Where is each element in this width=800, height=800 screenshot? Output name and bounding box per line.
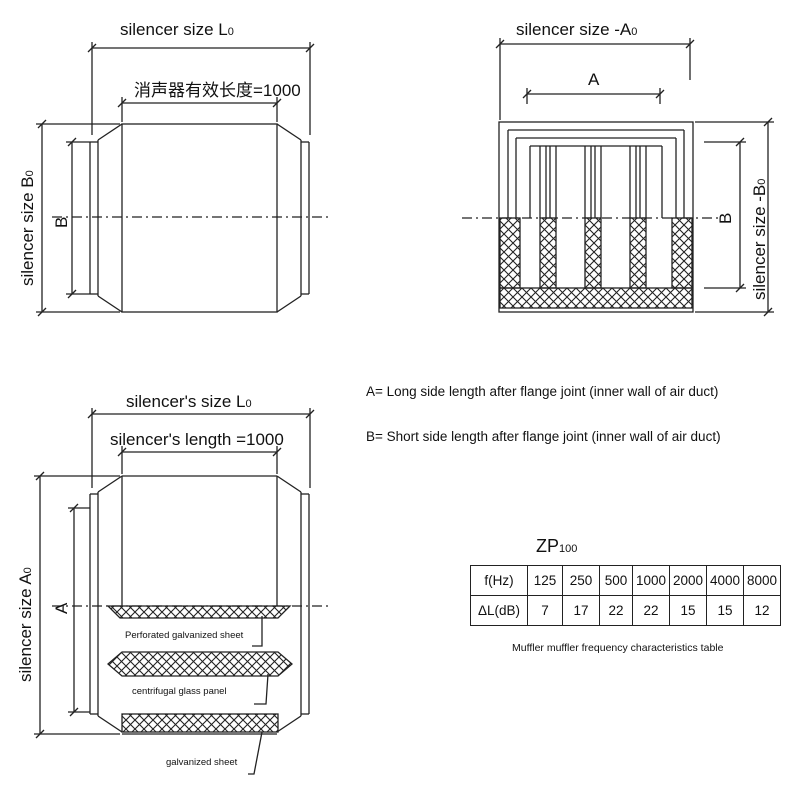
view1-inner-height-label: B [52, 216, 71, 228]
table-cell: 12 [743, 595, 781, 626]
view2-inner-width-label: A [588, 70, 600, 89]
view1-height-dimension-label: silencer size B0 [18, 170, 37, 286]
table-cell: 250 [562, 565, 600, 596]
table-header-label: f(Hz) [470, 565, 528, 596]
view2-height-dimension-label: silencer size -B0 [750, 178, 769, 300]
view1-effective-length-label: 消声器有效长度=1000 [134, 81, 301, 100]
view2-inner-height-label: B [716, 212, 735, 224]
table-title: ZP100 [536, 536, 578, 556]
view3-effective-length-label: silencer's length =1000 [110, 430, 284, 449]
table-row: ΔL(dB) 7 17 22 22 15 15 12 [470, 595, 781, 626]
frequency-characteristics-table: f(Hz) 125 250 500 1000 2000 4000 8000 ΔL… [470, 565, 781, 626]
table-caption: Muffler muffler frequency characteristic… [512, 642, 724, 654]
view2-cross-section [462, 38, 774, 317]
table-cell: 17 [562, 595, 600, 626]
table-cell: 4000 [706, 565, 744, 596]
callout-perforated-sheet: Perforated galvanized sheet [125, 630, 244, 641]
view1-side-elevation [36, 42, 332, 317]
definition-a: A= Long side length after flange joint (… [366, 384, 719, 399]
table-cell: 125 [527, 565, 563, 596]
table-cell: 8000 [743, 565, 781, 596]
callout-glass-panel: centrifugal glass panel [132, 686, 227, 697]
view3-length-dimension-label: silencer's size L0 [126, 392, 252, 411]
table-cell: 1000 [632, 565, 670, 596]
table-cell: 2000 [669, 565, 707, 596]
view2-width-dimension-label: silencer size -A0 [516, 20, 638, 39]
view3-inner-height-label: A [52, 602, 71, 614]
definition-b: B= Short side length after flange joint … [366, 429, 721, 444]
view1-length-dimension-label: silencer size L0 [120, 20, 234, 39]
table-cell: 500 [599, 565, 633, 596]
view3-plan-section [34, 408, 330, 775]
table-row: f(Hz) 125 250 500 1000 2000 4000 8000 [470, 565, 781, 596]
view3-height-dimension-label: silencer size A0 [16, 567, 35, 682]
table-cell: 15 [669, 595, 707, 626]
table-row-label: ΔL(dB) [470, 595, 528, 626]
table-cell: 7 [527, 595, 563, 626]
table-cell: 22 [632, 595, 670, 626]
view1-body [121, 123, 278, 313]
table-cell: 15 [706, 595, 744, 626]
table-cell: 22 [599, 595, 633, 626]
callout-galvanized-sheet: galvanized sheet [166, 757, 238, 768]
